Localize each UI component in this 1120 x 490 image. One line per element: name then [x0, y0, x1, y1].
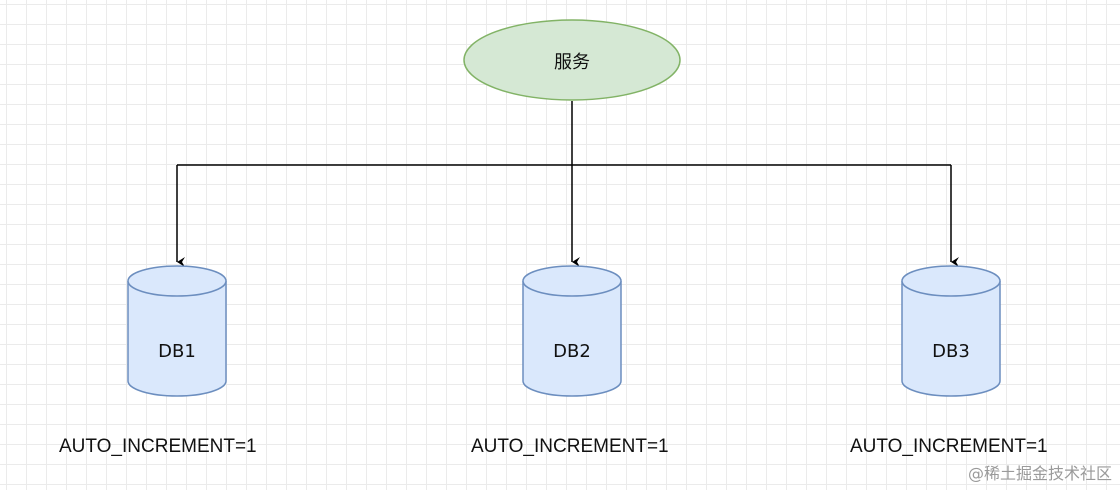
service-node[interactable] — [463, 19, 681, 101]
watermark-text: @稀土掘金技术社区 — [967, 464, 1112, 483]
db2-cylinder[interactable] — [522, 265, 622, 397]
db2-label: DB2 — [553, 341, 591, 362]
db3-cylinder[interactable] — [901, 265, 1001, 397]
db3-label: DB3 — [932, 341, 970, 362]
service-label: 服务 — [554, 52, 590, 73]
connector-lines — [176, 101, 959, 267]
db1-caption: AUTO_INCREMENT=1 — [59, 436, 257, 457]
db1-label: DB1 — [158, 341, 196, 362]
db3-caption: AUTO_INCREMENT=1 — [850, 436, 1048, 457]
db1-cylinder[interactable] — [127, 265, 227, 397]
db2-caption: AUTO_INCREMENT=1 — [471, 436, 669, 457]
